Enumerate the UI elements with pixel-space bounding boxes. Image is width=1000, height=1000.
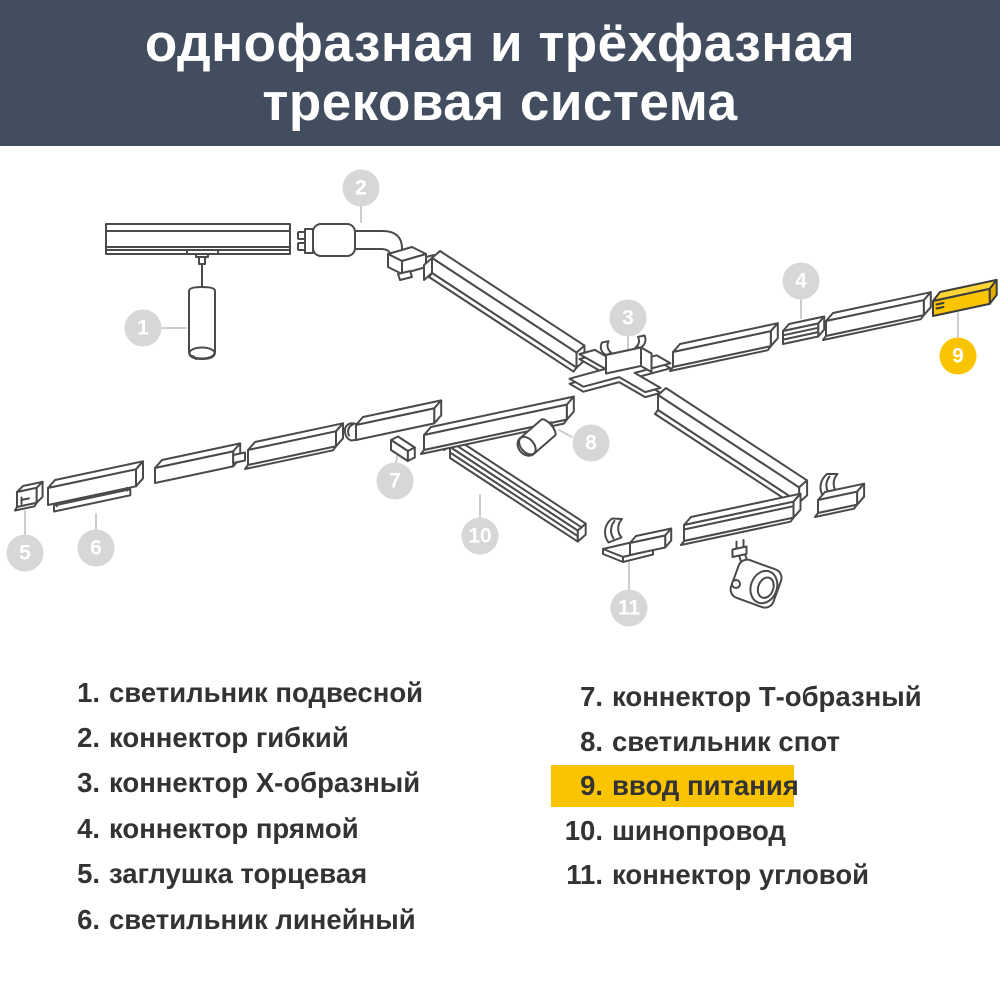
linear-light-figure [47, 460, 144, 513]
legend-column-right: 7. коннектор Т-образный 8. светильник спот… [540, 675, 922, 898]
callout-10: 10 [461, 517, 499, 555]
power-input-figure [932, 278, 998, 317]
callout-1: 1 [124, 309, 162, 347]
spot-light-figure [516, 418, 557, 457]
legend-item-number: 9. [580, 770, 603, 802]
legend-item-label: светильник спот [612, 725, 840, 757]
legend-item-10: 10. шинопровод [540, 809, 922, 854]
legend-highlight-power-input [551, 765, 794, 807]
legend-item-label: заглушка торцевая [109, 858, 368, 890]
legend-item-4: 4. коннектор прямой [60, 806, 423, 851]
legend-item-number: 11. [566, 859, 603, 891]
legend-column-left: 1. светильник подвесной 2. коннектор гибки… [60, 670, 423, 942]
sw-track-d-figure [154, 442, 246, 484]
legend-item-number: 10. [564, 814, 603, 846]
sw-spot-track-figure [420, 395, 575, 455]
legend-item-9-highlighted: 9. ввод питания [540, 764, 922, 809]
callout-9-highlighted: 9 [939, 337, 977, 375]
legend-item-label: шинопровод [612, 814, 786, 846]
legend-item-number: 1. [77, 676, 100, 708]
legend-item-label: коннектор гибкий [109, 722, 349, 754]
suspended-track-figure [105, 223, 291, 265]
legend-item-number: 8. [580, 725, 603, 757]
legend-item-2: 2. коннектор гибкий [60, 715, 423, 760]
callout-4: 4 [782, 262, 820, 300]
corner-connector-figure [602, 517, 673, 563]
legend-item-label: светильник линейный [109, 903, 416, 935]
x-connector-figure [568, 334, 672, 399]
legend-item-number: 3. [77, 767, 100, 799]
legend-item-label: коннектор прямой [109, 812, 359, 844]
busbar-figure [439, 432, 587, 543]
callout-3: 3 [609, 299, 647, 337]
legend-item-5: 5. заглушка торцевая [60, 852, 423, 897]
legend-item-11: 11. коннектор угловой [540, 853, 922, 898]
legend-item-6: 6. светильник линейный [60, 897, 423, 942]
legend-item-number: 2. [77, 722, 100, 754]
ne-track-b-figure [822, 291, 932, 341]
callout-2: 2 [342, 169, 380, 207]
pendant-light-figure [188, 263, 216, 360]
legend-item-label: ввод питания [612, 770, 799, 802]
bottom-track-figure [680, 492, 802, 546]
nw-track-figure [423, 250, 586, 373]
legend-item-label: коннектор угловой [612, 859, 870, 891]
legend-item-label: коннектор Х-образный [109, 767, 421, 799]
legend-item-label: коннектор Т-образный [612, 681, 922, 713]
ne-track-a-figure [669, 322, 779, 372]
legend-item-number: 7. [580, 681, 603, 713]
end-cap-figure [14, 480, 44, 512]
sw-track-c-figure [244, 422, 344, 470]
legend-item-number: 4. [77, 812, 100, 844]
legend-item-1: 1. светильник подвесной [60, 670, 423, 715]
page-title-line-2: трековая система [262, 73, 738, 132]
legend-item-8: 8. светильник спот [540, 720, 922, 765]
leader-lines [24, 205, 959, 590]
header-banner: однофазная и трёхфазная трековая система [0, 0, 1000, 146]
legend-item-7: 7. коннектор Т-образный [540, 675, 922, 720]
se-track-figure [654, 387, 809, 508]
bottom-spot-light-figure [729, 539, 783, 609]
callout-7: 7 [376, 462, 414, 500]
t-connector-figure [343, 399, 443, 462]
page-title-line-1: однофазная и трёхфазная [144, 14, 856, 73]
legend-item-number: 6. [77, 903, 100, 935]
flexible-connector-figure [297, 223, 435, 281]
callout-8: 8 [572, 424, 610, 462]
callout-5: 5 [6, 534, 44, 572]
corner-connector-right-figure [814, 473, 866, 518]
legend-item-number: 5. [77, 858, 100, 890]
straight-connector-figure [782, 315, 826, 345]
legend-item-label: светильник подвесной [109, 676, 424, 708]
legend-item-3: 3. коннектор Х-образный [60, 761, 423, 806]
callout-6: 6 [77, 529, 115, 567]
callout-11: 11 [610, 589, 648, 627]
